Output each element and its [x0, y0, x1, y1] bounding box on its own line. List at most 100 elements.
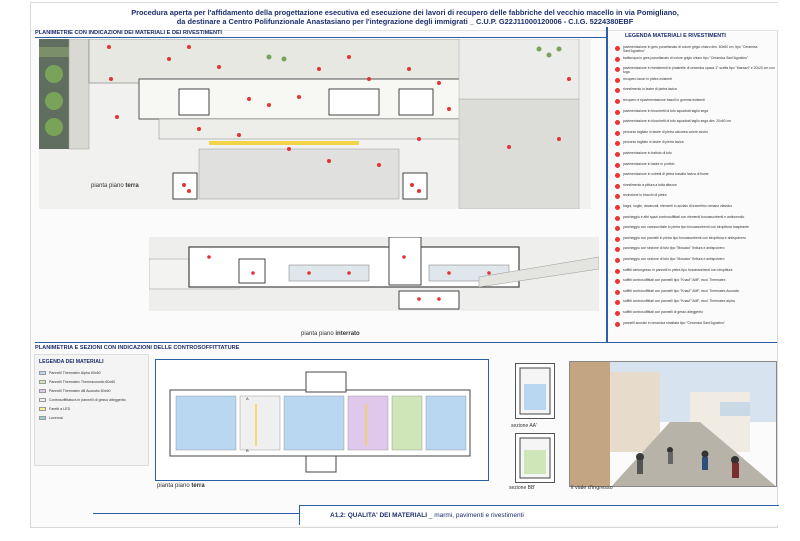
legend-item-text: percorso tagliato in lastre di pietra la…	[623, 140, 684, 145]
ceiling-materials-legend: LEGENDA DEI MATERIALI Pannelli Thermatex…	[34, 354, 149, 466]
ceiling-legend-item: Pannelli Thermatex dB Acoustic 60x60	[39, 389, 110, 396]
legend-marker-icon	[615, 268, 620, 274]
legend-marker-icon	[615, 99, 620, 104]
legend-marker-icon	[615, 67, 620, 73]
legend-marker-icon	[615, 205, 620, 210]
legend-item: pavimentazione e rivestimenti in piastre…	[611, 66, 777, 75]
legend-marker-icon	[615, 300, 620, 306]
legend-item-text: parcheggio con sezione di tufo tipo "Mos…	[623, 257, 725, 261]
entrance-view-label: il viale d'ingresso	[571, 485, 613, 491]
legend-item: pannelli acustici in ceramica smaltata t…	[611, 321, 777, 330]
footer-title: A1.2: QUALITA' DEI MATERIALI _ marmi, pa…	[330, 512, 524, 519]
ceiling-legend-item: Pannelli Thermatex Thermacoustic 60x60	[39, 380, 115, 387]
legend-item-text: parcheggio con sezione di tufo tipo "Mos…	[623, 246, 725, 251]
sheet-header: Procedura aperta per l'affidamento della…	[31, 3, 779, 31]
legend-item-text: pavimentazione in battuto di tufo	[623, 151, 672, 155]
ceiling-plan-label-word: terra	[191, 483, 205, 489]
ceiling-legend-label: Controsoffittatura in pannelli di gesso …	[49, 398, 126, 402]
legend-item-text: pavimentazione in blocchetti di tufo squ…	[623, 119, 731, 124]
legend-item-text: soffitti controsoffittati con pannelli t…	[623, 288, 740, 293]
legend-item: pavimentazione in lastre in porfido	[611, 162, 777, 171]
ceiling-legend-item: Controsoffittatura in pannelli di gesso …	[39, 398, 126, 405]
legend-item: rivestimento a pittura a tutta altezza	[611, 183, 777, 192]
ceiling-section-title: PLANIMETRIA E SEZIONI CON INDICAZIONI DE…	[35, 345, 240, 351]
legend-item: battiscopa in gres porcellanato di color…	[611, 56, 777, 65]
swatch-icon	[39, 389, 46, 394]
legend-item-text: pavimentazione in gres porcellanato di c…	[623, 45, 758, 53]
legend-item: soffitti cartongesso in pannelli in piet…	[611, 268, 777, 277]
legend-marker-icon	[615, 173, 620, 179]
legend-item-text: rivestimento a pittura a tutta altezza	[623, 182, 677, 187]
legend-item: bagni, soglie, davanzali, elementi in ac…	[611, 204, 777, 213]
legend-marker-icon	[615, 321, 620, 327]
legend-marker-icon	[615, 215, 620, 221]
legend-item-text: bagni, soglie, davanzali, elementi in ac…	[623, 204, 733, 208]
legend-marker-icon	[615, 226, 620, 232]
legend-item: pavimentazione in battuto di tufo	[611, 151, 777, 160]
ceiling-section-rule-top	[35, 342, 777, 343]
legend-item: parcheggio con pannelli in pietra tipo f…	[611, 236, 777, 245]
section-aa-label: sezione AA'	[511, 423, 537, 429]
ceiling-legend-label: Lucernai	[49, 416, 63, 420]
legend-item-text: pavimentazione in cubetti di pietra basa…	[623, 172, 709, 177]
legend-item-text: soffitti cartongesso in pannelli in piet…	[623, 267, 733, 272]
legend-marker-icon	[615, 183, 620, 189]
legend-item-text: pannelli acustici in ceramica smaltata t…	[623, 320, 725, 325]
legend-divider	[606, 27, 608, 342]
legend-item: pavimentazione in gres porcellanato di c…	[611, 45, 777, 54]
legend-item-text: percorso tagliato in lastre di pietra ca…	[623, 129, 708, 134]
legend-item: pavimentazione in blocchetti di tufo squ…	[611, 119, 777, 128]
legend-item: percorso tagliato in lastre di pietra ca…	[611, 130, 777, 139]
section-bb-svg	[519, 437, 551, 479]
legend-item: soffitti controsoffittati con pannelli t…	[611, 278, 777, 287]
legend-item: pavimentazione in cubetti di pietra basa…	[611, 172, 777, 181]
legend-item: parcheggio con sezione di tufo tipo "Mos…	[611, 246, 777, 255]
legend-item-text: parcheggio con pannelli in pietra tipo f…	[623, 235, 746, 240]
ground-floor-label: pianta piano terra	[91, 183, 139, 189]
legend-marker-icon	[615, 130, 620, 136]
legend-item: rivestimento in lastre di pietra lavica	[611, 87, 777, 96]
swatch-icon	[39, 371, 46, 376]
legend-item-text: soffitti controsoffittati con pannelli d…	[623, 310, 703, 314]
basement-label: pianta piano interrato	[301, 331, 360, 337]
legend-item: parcheggio con sezione di tufo tipo "Mos…	[611, 257, 777, 266]
ceiling-plan-label-prefix: pianta piano	[157, 483, 192, 489]
legend-marker-icon	[615, 194, 620, 200]
ceiling-plan-frame: A B	[155, 359, 489, 481]
ceiling-plan-drawing: A B	[169, 371, 471, 473]
svg-text:B: B	[246, 448, 249, 453]
swatch-icon	[39, 398, 46, 403]
legend-item: soffitti controsoffittati con pannelli d…	[611, 310, 777, 319]
legend-marker-icon	[615, 258, 620, 263]
legend-item-text: pavimentazione in blocchetti di tufo squ…	[623, 108, 709, 113]
footer-rule	[93, 513, 299, 514]
ceiling-legend-label: Pannelli Thermatex dB Acoustic 60x60	[49, 389, 111, 393]
sheet-footer: A1.2: QUALITA' DEI MATERIALI _ marmi, pa…	[299, 505, 779, 525]
footer-subtitle: _ marmi, pavimenti e rivestimenti	[427, 512, 524, 519]
basement-label-prefix: pianta piano	[301, 331, 336, 337]
legend-marker-icon	[615, 88, 620, 94]
swatch-icon	[39, 407, 46, 412]
legend-item-text: recupero e ripavimentazione basoli in go…	[623, 98, 705, 102]
legend-marker-icon	[615, 247, 620, 253]
ground-floor-plan	[39, 38, 591, 210]
legend-item: percorso tagliato in lastre di pietra la…	[611, 140, 777, 149]
ceiling-legend-item: Lucernai	[39, 416, 63, 423]
swatch-icon	[39, 380, 46, 385]
basement-drawing	[148, 236, 600, 310]
ground-floor-drawing	[39, 38, 580, 210]
legend-item-text: pavimentazione in lastre in porfido	[623, 161, 675, 166]
legend-item-text: recinzione in blocchi di pietra	[623, 193, 667, 198]
legend-item-text: recupero lavori in pietra esistenti	[623, 76, 672, 81]
legend-marker-icon	[615, 46, 620, 51]
section-bb-drawing	[515, 433, 555, 483]
legend-marker-icon	[615, 279, 620, 285]
ceiling-legend-item: Faretti a LED	[39, 407, 70, 414]
legend-marker-icon	[615, 152, 620, 157]
plans-section-title: PLANIMETRIE CON INDICAZIONI DEI MATERIAL…	[35, 30, 222, 36]
ceiling-legend-label: Pannelli Thermatex Thermacoustic 60x60	[49, 380, 116, 384]
basement-plan	[148, 236, 600, 311]
legend-item: recupero lavori in pietra esistenti	[611, 77, 777, 86]
legend-item-text: parcheggio con cannocchiale in pietra ti…	[623, 225, 749, 230]
